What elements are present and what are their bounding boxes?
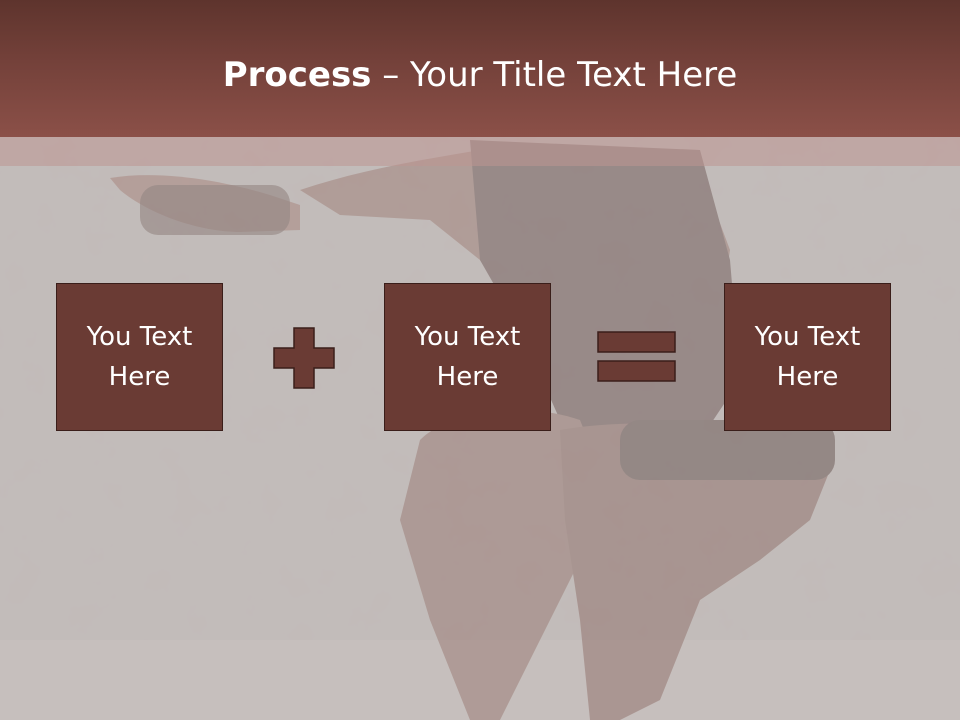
- plus-icon: [273, 327, 335, 389]
- process-box-2-label: You Text Here: [414, 322, 521, 392]
- title-rest: – Your Title Text Here: [371, 55, 738, 95]
- process-box-2[interactable]: You Text Here: [384, 283, 551, 431]
- process-box-3[interactable]: You Text Here: [724, 283, 891, 431]
- process-box-1-label: You Text Here: [86, 322, 193, 392]
- process-box-3-label: You Text Here: [754, 322, 861, 392]
- process-box-1[interactable]: You Text Here: [56, 283, 223, 431]
- title-bar-band: [0, 137, 960, 166]
- title-bar: [0, 0, 960, 137]
- slide-title[interactable]: Process – Your Title Text Here: [0, 52, 960, 98]
- equals-icon: [597, 331, 677, 383]
- title-bold: Process: [222, 55, 372, 95]
